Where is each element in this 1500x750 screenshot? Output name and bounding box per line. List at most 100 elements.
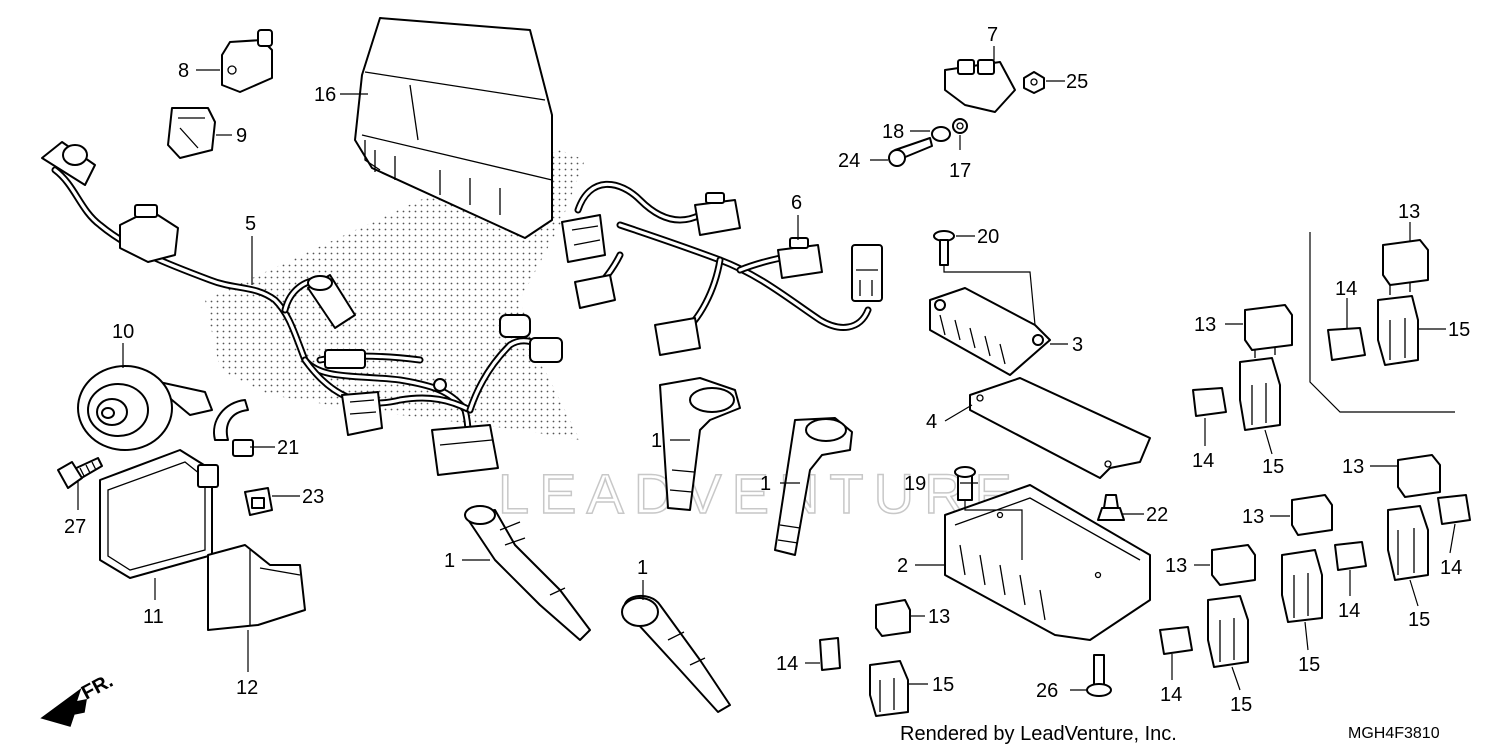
part-1-ignition-coil-c[interactable] [464, 505, 591, 641]
callout-19: 19 [904, 473, 926, 495]
callout-6: 6 [791, 192, 802, 214]
part-6-wire-harness[interactable] [561, 180, 883, 356]
callout-14-d: 14 [1338, 600, 1360, 622]
callout-1-a: 1 [651, 430, 662, 452]
part-14-connector-c[interactable] [1437, 494, 1471, 525]
callout-23: 23 [302, 486, 324, 508]
callout-15-e: 15 [1230, 694, 1252, 716]
callout-18: 18 [882, 121, 904, 143]
callout-13-d: 13 [1242, 506, 1264, 528]
callout-25: 25 [1066, 71, 1088, 93]
callout-21: 21 [277, 437, 299, 459]
callout-24: 24 [838, 150, 860, 172]
callout-11: 11 [143, 606, 164, 628]
part-15-socket-e[interactable] [1207, 595, 1249, 668]
part-14-connector-f[interactable] [819, 637, 841, 671]
part-20-screw[interactable] [933, 230, 955, 266]
part-25-nut[interactable] [1023, 71, 1045, 94]
part-5-wire-harness[interactable] [41, 141, 563, 476]
callout-1-d: 1 [637, 557, 648, 579]
callout-26: 26 [1036, 680, 1058, 702]
callout-13-f: 13 [928, 606, 950, 628]
part-16-ecu[interactable] [354, 17, 553, 239]
part-14-connector-a[interactable] [1327, 327, 1366, 361]
part-15-socket-c[interactable] [1387, 505, 1429, 581]
part-13-relay-a[interactable] [1382, 239, 1429, 295]
part-18-nut[interactable] [931, 126, 951, 142]
part-13-relay-b[interactable] [1244, 304, 1293, 358]
part-1-ignition-coil-d[interactable] [621, 594, 731, 713]
part-14-connector-d[interactable] [1334, 541, 1367, 571]
callout-4: 4 [926, 411, 937, 433]
part-8-sensor[interactable] [221, 29, 273, 93]
callout-3: 3 [1072, 334, 1083, 356]
callout-14-f: 14 [776, 653, 798, 675]
part-19-bolt[interactable] [954, 466, 976, 501]
part-13-relay-c[interactable] [1397, 454, 1441, 498]
part-14-connector-b[interactable] [1192, 387, 1227, 417]
callout-14-e: 14 [1160, 684, 1182, 706]
part-2-fuse-box[interactable] [944, 484, 1151, 641]
part-26-bolt[interactable] [1086, 654, 1112, 697]
callout-14-b: 14 [1192, 450, 1214, 472]
part-1-ignition-coil-b[interactable] [774, 417, 853, 556]
part-9-connector[interactable] [167, 107, 216, 159]
callout-14-a: 14 [1335, 278, 1357, 300]
part-13-relay-d[interactable] [1291, 494, 1333, 536]
callout-22: 22 [1146, 504, 1168, 526]
part-10-horn[interactable] [77, 365, 213, 451]
part-22-clip[interactable] [1097, 494, 1125, 521]
callout-15-d: 15 [1298, 654, 1320, 676]
callout-27: 27 [64, 516, 86, 538]
callout-7: 7 [987, 24, 998, 46]
part-13-relay-f[interactable] [875, 599, 911, 637]
callout-13-a: 13 [1398, 201, 1420, 223]
callout-15-b: 15 [1262, 456, 1284, 478]
callout-12: 12 [236, 677, 258, 699]
callout-13-e: 13 [1165, 555, 1187, 577]
part-15-socket-a[interactable] [1377, 295, 1419, 366]
watermark-text: LEADVENTURE [498, 462, 1022, 525]
callout-17: 17 [949, 160, 971, 182]
front-direction-arrow: FR. [40, 670, 117, 727]
part-1-ignition-coil-a[interactable] [659, 377, 741, 511]
callout-14-c: 14 [1440, 557, 1462, 579]
callout-2: 2 [897, 555, 908, 577]
part-21-clip[interactable] [213, 399, 254, 457]
part-23-clip[interactable] [244, 487, 273, 516]
part-15-socket-b[interactable] [1239, 357, 1281, 431]
callout-8: 8 [178, 60, 189, 82]
callout-13-c: 13 [1342, 456, 1364, 478]
part-12-relay-box[interactable] [207, 544, 306, 631]
callout-15-a: 15 [1448, 319, 1470, 341]
part-11-module[interactable] [99, 449, 219, 579]
direction-label: FR. [78, 670, 117, 705]
callout-1-c: 1 [444, 550, 455, 572]
part-14-connector-e[interactable] [1159, 626, 1193, 655]
part-13-relay-e[interactable] [1211, 544, 1256, 586]
watermark: LEADVENTURE [497, 461, 1022, 526]
callout-15-c: 15 [1408, 609, 1430, 631]
part-3-regulator[interactable] [929, 287, 1051, 376]
relay-group-bracket [1309, 232, 1455, 413]
callout-13-b: 13 [1194, 314, 1216, 336]
part-4-plate[interactable] [969, 377, 1151, 479]
callout-1-b: 1 [760, 473, 771, 495]
callout-15-f: 15 [932, 674, 954, 696]
part-17-washer[interactable] [952, 118, 968, 134]
callout-9: 9 [236, 125, 247, 147]
diagram-code: MGH4F3810 [1348, 725, 1440, 742]
part-24-bolt[interactable] [888, 137, 933, 167]
part-7-sensor[interactable] [944, 59, 1016, 113]
callouts: 8 9 16 5 10 21 23 27 11 12 1 1 1 1 7 25 … [64, 24, 1470, 716]
callout-10: 10 [112, 321, 134, 343]
part-15-socket-f[interactable] [869, 660, 909, 717]
callout-5: 5 [245, 213, 256, 235]
footer-credit: Rendered by LeadVenture, Inc. [900, 723, 1177, 745]
callout-16: 16 [314, 84, 336, 106]
part-27-bolt[interactable] [57, 457, 103, 489]
leader-lines [77, 46, 1456, 691]
part-15-socket-d[interactable] [1281, 549, 1323, 623]
callout-20: 20 [977, 226, 999, 248]
